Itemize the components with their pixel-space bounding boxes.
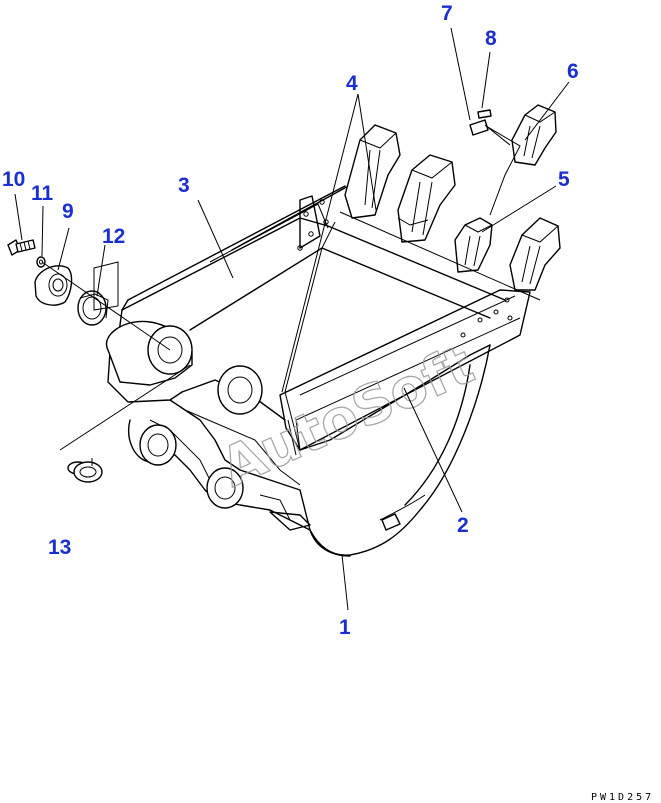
callout-4: 4: [346, 72, 358, 95]
washer: [36, 256, 46, 268]
tooth-1: [344, 124, 401, 219]
bushing: [67, 461, 103, 483]
watermark-text: AutoSoft: [212, 333, 483, 500]
callout-3: 3: [178, 174, 190, 197]
callout-2: 2: [457, 514, 469, 537]
callout-11: 11: [31, 182, 54, 205]
leader-lines: [14, 27, 570, 611]
callout-8: 8: [485, 27, 497, 50]
callout-1: 1: [339, 616, 351, 639]
callout-9: 9: [62, 200, 74, 223]
bucket-body: [107, 183, 531, 557]
tooth-3: [454, 217, 493, 273]
callout-12: 12: [102, 225, 125, 248]
tooth-2: [397, 154, 456, 243]
callout-7: 7: [441, 2, 453, 25]
drawing-code: PW1D257: [591, 792, 654, 803]
tooth-lock: [477, 109, 492, 119]
boss-lower-left: [139, 424, 177, 466]
tooth-pin: [469, 119, 511, 146]
boss-lower-right: [206, 467, 244, 509]
shim-label-box: [93, 261, 119, 311]
plate: [34, 265, 73, 306]
tooth-4: [509, 217, 561, 291]
callouts: 1 2 3 4 5 6 7 8 9 10 11 12 13: [2, 2, 579, 639]
callout-6: 6: [567, 60, 579, 83]
callout-10: 10: [2, 168, 25, 191]
bolt: [7, 239, 36, 256]
boss-upper-right: [217, 365, 263, 415]
tooth-tip-exploded: [511, 104, 557, 166]
callout-5: 5: [558, 168, 570, 191]
callout-13: 13: [48, 536, 71, 559]
boss-upper-left: [105, 320, 193, 386]
